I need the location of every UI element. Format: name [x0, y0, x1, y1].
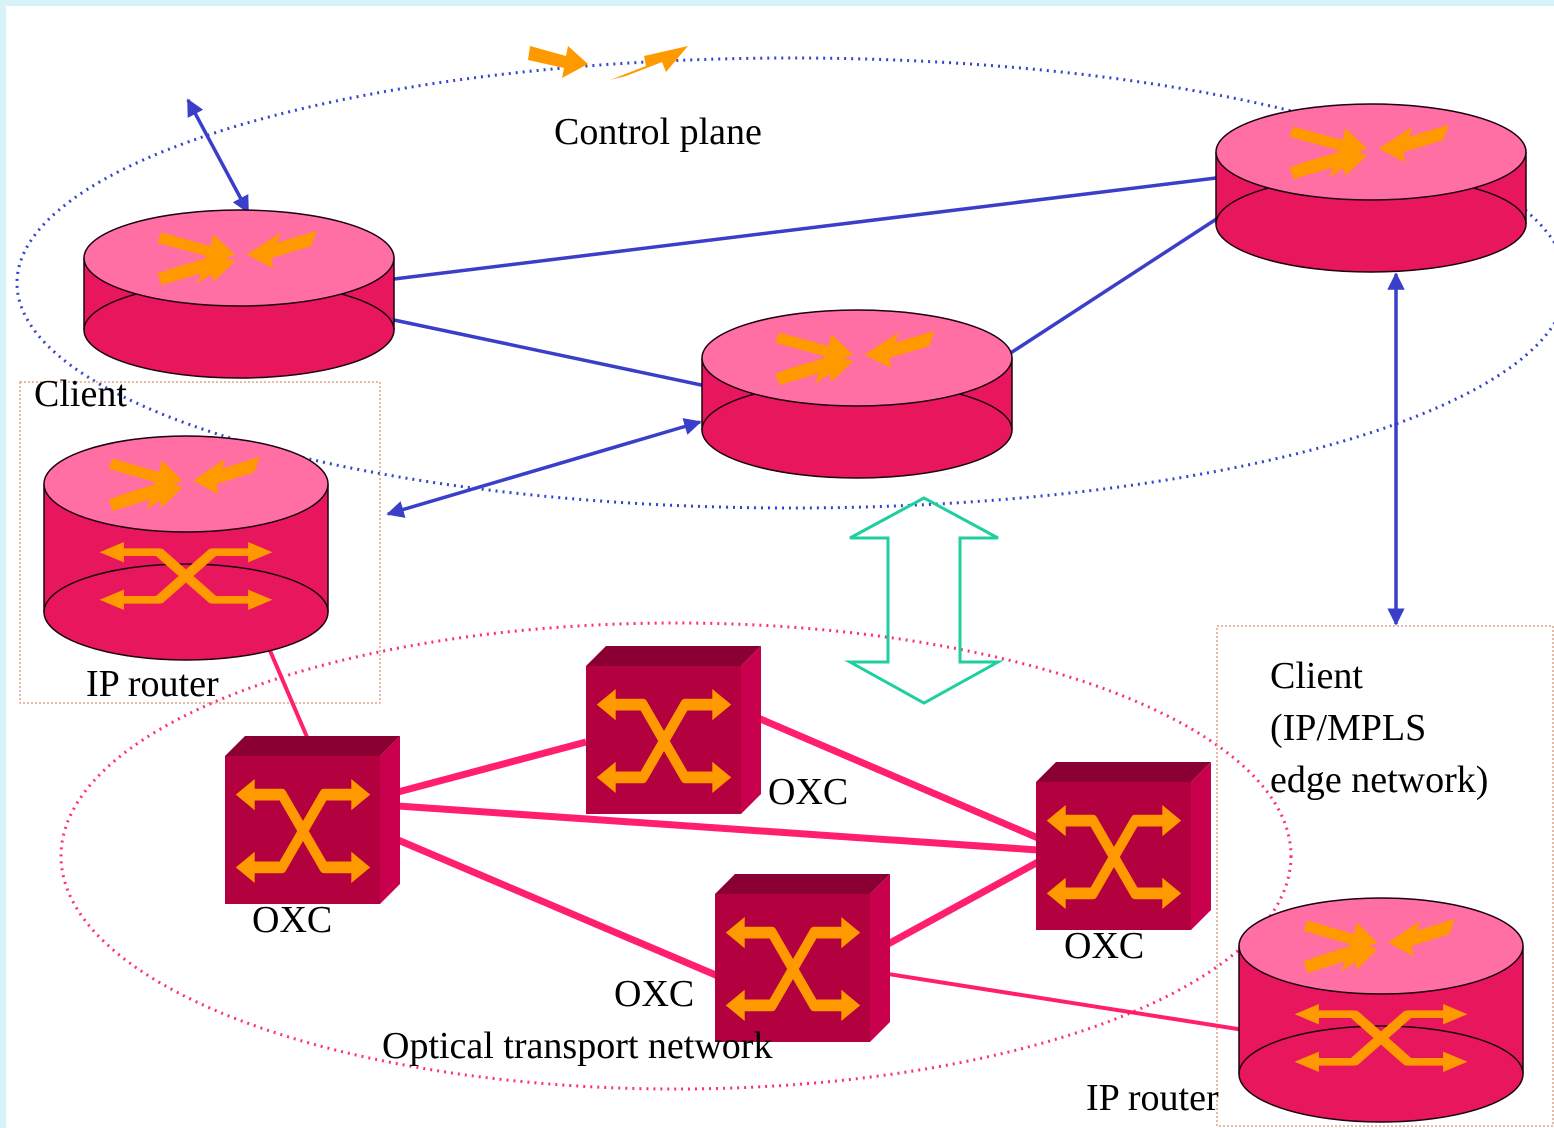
router-icon: [44, 436, 328, 660]
transport-link-oxctop-oxcright: [756, 714, 1040, 842]
control-link-client-left: [386, 418, 702, 518]
optical-cross-connect-icon: [586, 646, 761, 814]
client-left-label: Client: [34, 373, 127, 415]
client-right-label-line1: Client: [1270, 655, 1363, 697]
ip-router-left-label: IP router: [86, 663, 219, 705]
transport-link-oxcleft-oxcright: [397, 802, 1039, 854]
control-link-r2-r3: [1005, 216, 1219, 358]
oxc-top-label: OXC: [768, 771, 848, 813]
client-box-left: [19, 381, 381, 704]
oxc-left-label: OXC: [252, 899, 332, 941]
ip-router-right-label: IP router: [1086, 1077, 1219, 1119]
diagram-canvas: Control plane Client IP router Client (I…: [15, 46, 1554, 1127]
router-icon: [84, 210, 394, 378]
optical-network-label: Optical transport network: [382, 1025, 772, 1067]
transport-link-oxcleft-oxctop: [397, 738, 587, 796]
optical-cross-connect-icon: [1036, 762, 1211, 930]
client-right-label-line3: edge network): [1270, 759, 1488, 801]
control-plane-label: Control plane: [554, 111, 762, 153]
oxc-right-label: OXC: [1064, 925, 1144, 967]
control-plane-arrows-icon: [528, 46, 688, 80]
control-link-external: [186, 98, 250, 214]
double-arrow-icon: [844, 496, 1004, 705]
optical-cross-connect-icon: [225, 736, 400, 904]
oxc-bottom-label: OXC: [614, 973, 694, 1015]
control-link-r1-r3: [393, 176, 1217, 281]
transport-link-oxcbottom-oxcright: [886, 858, 1040, 948]
router-icon: [702, 310, 1012, 478]
client-right-label-line2: (IP/MPLS: [1270, 707, 1426, 749]
client-box-right: [1216, 625, 1554, 1127]
router-icon: [1216, 104, 1526, 272]
network-diagram: Control plane Client IP router Client (I…: [6, 6, 1554, 1128]
control-link-r1-r2: [393, 318, 707, 388]
transport-link-oxcbottom-router-right: [887, 972, 1245, 1032]
transport-link-oxcleft-oxcbottom: [396, 836, 720, 980]
optical-cross-connect-icon: [715, 874, 890, 1042]
transport-network-ellipse: [59, 621, 1293, 1091]
router-icon: [1239, 898, 1523, 1122]
